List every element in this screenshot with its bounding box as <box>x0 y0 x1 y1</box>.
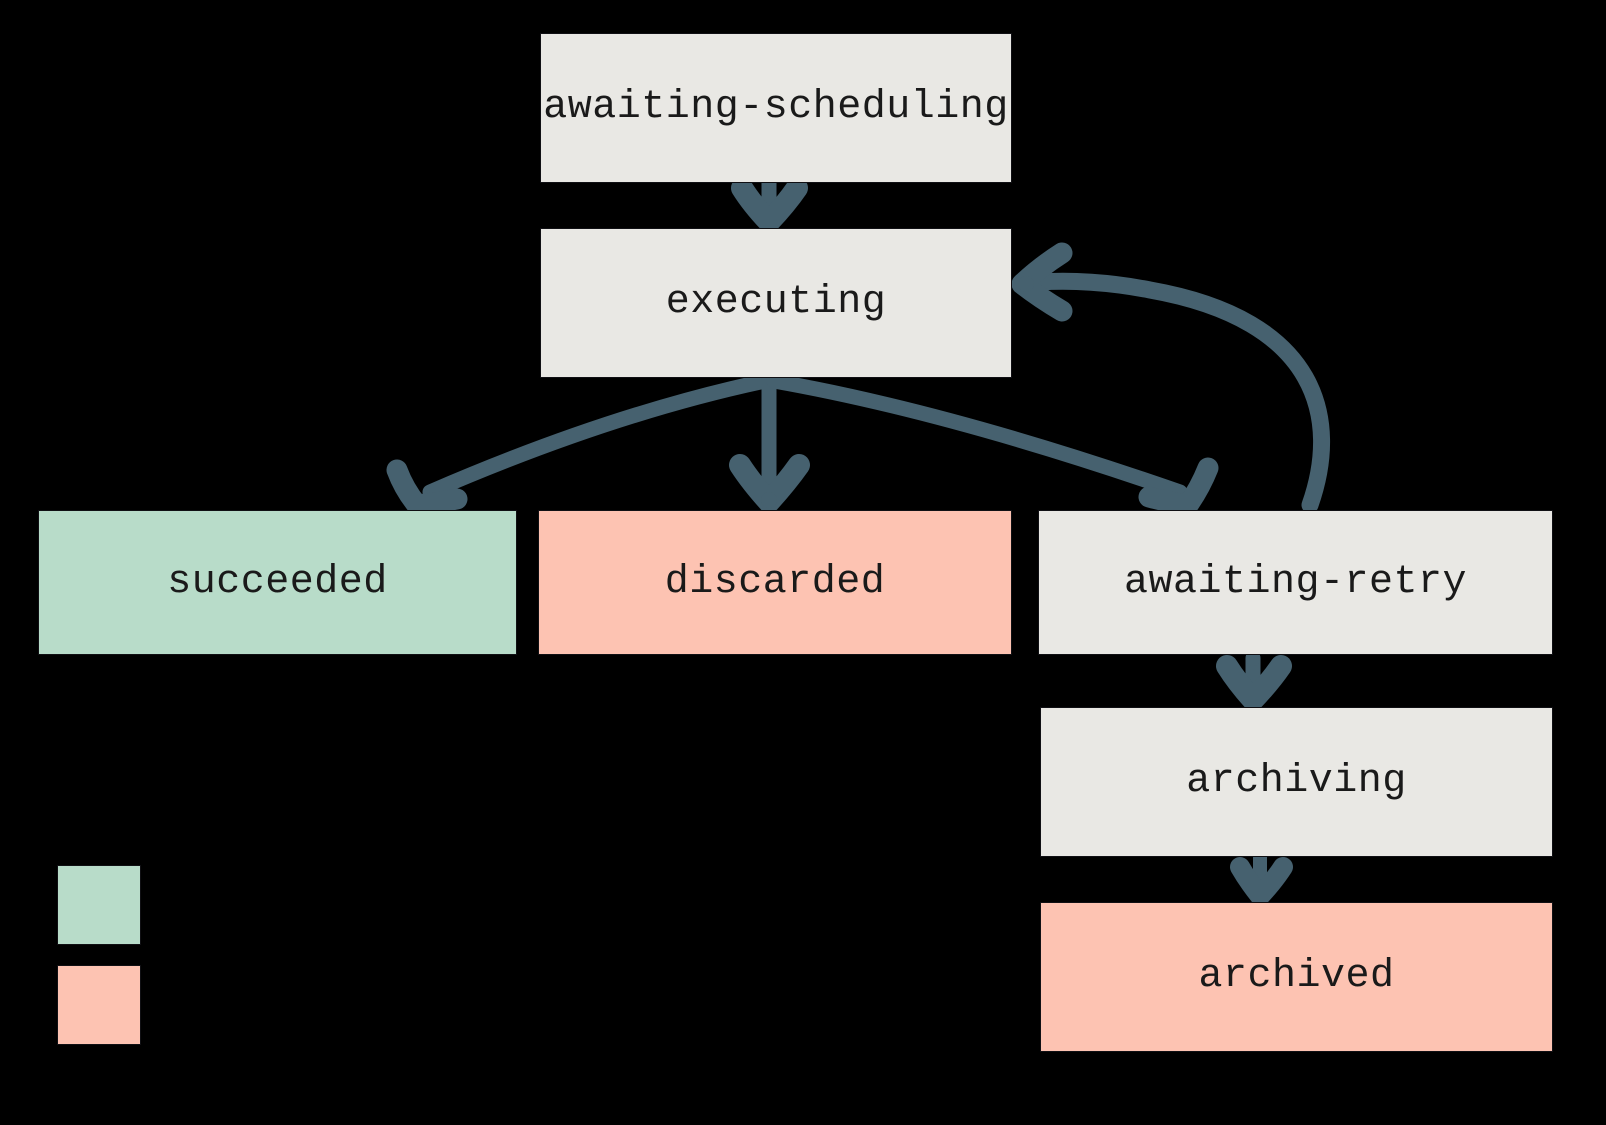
legend-item-terminal <box>57 965 159 1045</box>
node-label: executing <box>665 280 887 325</box>
edge-archiving-to-archived <box>1230 850 1293 906</box>
legend-swatch-green <box>57 865 141 945</box>
legend <box>57 865 317 1065</box>
edge-executing-to-awaiting-retry <box>766 373 1219 516</box>
node-awaiting-scheduling[interactable]: awaiting-scheduling <box>540 33 1012 183</box>
edge-executing-to-succeeded <box>386 373 773 516</box>
node-discarded[interactable]: discarded <box>538 510 1012 655</box>
node-label: awaiting-scheduling <box>543 85 1009 130</box>
edge-executing-to-discarded <box>729 373 810 513</box>
node-succeeded[interactable]: succeeded <box>38 510 517 655</box>
node-archiving[interactable]: archiving <box>1040 707 1553 857</box>
edge-awaiting-retry-to-executing <box>1011 242 1331 514</box>
edge-awaiting-retry-to-archiving <box>1216 650 1292 711</box>
legend-swatch-pink <box>57 965 141 1045</box>
node-archived[interactable]: archived <box>1040 902 1553 1052</box>
node-executing[interactable]: executing <box>540 228 1012 378</box>
node-label: archived <box>1198 954 1395 999</box>
node-label: archiving <box>1186 759 1407 804</box>
node-awaiting-retry[interactable]: awaiting-retry <box>1038 510 1553 655</box>
node-label: discarded <box>664 559 886 605</box>
node-label: awaiting-retry <box>1123 559 1468 605</box>
node-label: succeeded <box>167 559 388 605</box>
legend-item-success <box>57 865 159 945</box>
